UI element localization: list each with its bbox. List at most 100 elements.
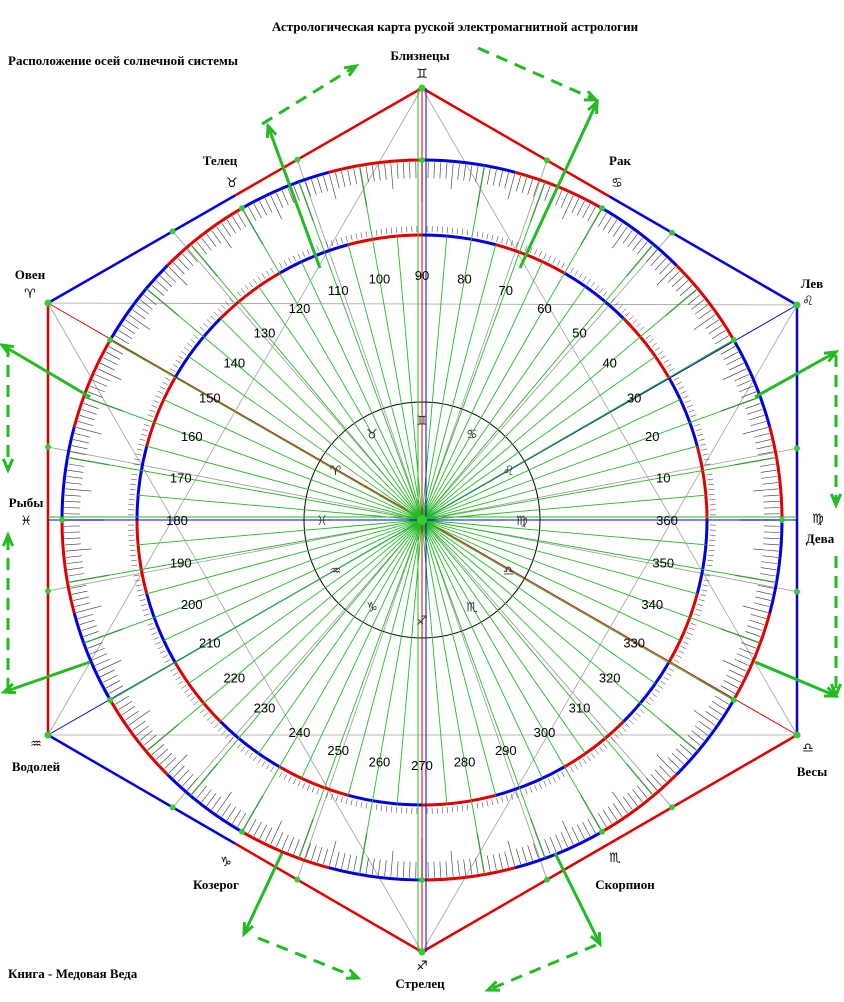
- center-point: [417, 515, 427, 525]
- degree-tick: [248, 282, 253, 288]
- degree-tick: [221, 803, 232, 817]
- green-ray: [421, 519, 485, 875]
- degree-tick: [750, 421, 767, 427]
- green-ray: [421, 519, 624, 722]
- degree-tick: [648, 338, 654, 343]
- outer-ring: [421, 158, 516, 174]
- degree-tick: [656, 266, 676, 286]
- degree-tick: [748, 415, 765, 421]
- degree-tick: [759, 573, 776, 577]
- degree-tick: [714, 335, 730, 345]
- arrow-head: [343, 63, 360, 77]
- degree-tick: [711, 330, 726, 340]
- degree-tick: [741, 391, 757, 398]
- green-ray: [298, 519, 423, 859]
- degree-tick: [707, 483, 714, 486]
- degree-tick: [527, 845, 533, 861]
- degree-tick: [762, 482, 779, 485]
- degree-tick: [184, 346, 190, 351]
- green-ray: [241, 208, 423, 521]
- degree-tick: [678, 650, 685, 654]
- green-ray: [145, 288, 423, 521]
- degree-tick: [586, 755, 591, 761]
- degree-tick: [608, 806, 618, 821]
- degree-tick: [217, 726, 223, 732]
- degree-tick: [756, 590, 773, 595]
- degree-tick: [335, 238, 339, 245]
- green-ray: [421, 494, 706, 521]
- degree-tick: [729, 669, 744, 678]
- degree-tick: [365, 231, 368, 238]
- degree-tick: [330, 793, 334, 800]
- degree-tick: [402, 861, 405, 878]
- degree-tick: [83, 403, 99, 409]
- degree-tick: [248, 818, 257, 834]
- degree-label: 90: [415, 268, 429, 283]
- green-ray: [421, 445, 698, 521]
- degree-tick: [89, 647, 106, 655]
- hexagon-vertex-dot: [44, 299, 52, 307]
- degree-tick: [723, 351, 739, 360]
- degree-tick: [279, 771, 283, 778]
- degree-tick: [74, 433, 91, 438]
- degree-tick: [347, 854, 352, 871]
- degree-tick: [457, 860, 460, 877]
- degree-tick: [498, 171, 503, 187]
- degree-tick: [628, 315, 634, 321]
- degree-tick: [763, 543, 780, 546]
- degree-tick: [741, 642, 757, 649]
- green-ray: [421, 399, 681, 521]
- degree-tick: [763, 507, 780, 509]
- degree-tick: [656, 754, 676, 774]
- sign-label-pisces: Рыбы: [9, 495, 44, 510]
- degree-tick: [169, 668, 176, 672]
- degree-tick: [311, 179, 317, 195]
- degree-tick: [561, 262, 565, 269]
- degree-tick: [201, 789, 212, 803]
- degree-tick: [646, 249, 658, 263]
- degree-tick: [302, 782, 306, 789]
- degree-tick: [240, 288, 245, 294]
- degree-label: 330: [623, 636, 645, 651]
- degree-tick: [654, 689, 660, 694]
- degree-tick: [704, 463, 711, 466]
- degree-tick: [548, 778, 552, 785]
- outer-ring: [60, 426, 76, 521]
- degree-tick: [663, 359, 669, 364]
- hexagon-edge: [234, 86, 423, 197]
- degree-tick: [131, 473, 138, 476]
- outer-ring: [768, 426, 784, 521]
- degree-tick: [555, 834, 563, 850]
- inner-degree-ring: [135, 445, 149, 521]
- inner-degree-ring: [347, 793, 423, 807]
- degree-tick: [726, 357, 742, 366]
- degree-tick: [143, 294, 157, 306]
- degree-label: 230: [254, 701, 276, 716]
- degree-tick: [203, 323, 209, 328]
- green-ray: [190, 243, 423, 521]
- degree-tick: [586, 279, 591, 285]
- degree-tick: [608, 219, 618, 234]
- degree-tick: [139, 599, 146, 602]
- degree-tick: [216, 226, 232, 249]
- degree-tick: [693, 710, 716, 726]
- degree-tick: [708, 324, 723, 334]
- degree-tick: [108, 346, 124, 355]
- green-ray: [421, 519, 603, 832]
- green-ray: [298, 181, 423, 521]
- degree-tick: [129, 544, 136, 546]
- degree-tick: [225, 301, 230, 307]
- degree-label: 190: [170, 556, 192, 571]
- degree-label: 270: [411, 758, 433, 773]
- inner-zodiac-glyph: ♌: [503, 464, 515, 479]
- outer-ring: [241, 830, 330, 870]
- green-ray: [421, 243, 654, 521]
- sign-glyph-leo: ♌: [802, 294, 814, 309]
- degree-tick: [747, 409, 763, 415]
- degree-tick: [627, 233, 638, 248]
- degree-tick: [639, 326, 645, 332]
- degree-tick: [700, 443, 707, 446]
- degree-tick: [515, 175, 521, 192]
- degree-tick: [635, 712, 641, 717]
- degree-tick: [687, 294, 701, 306]
